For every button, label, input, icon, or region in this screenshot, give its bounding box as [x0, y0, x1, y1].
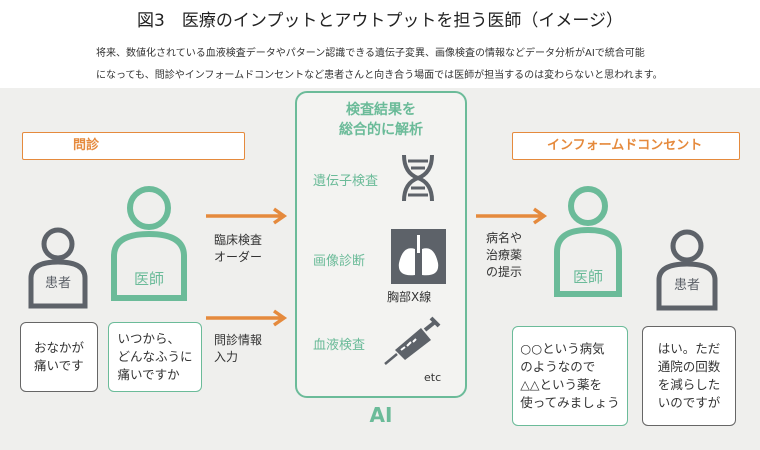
- informed-consent-header: インフォームドコンセント: [512, 132, 740, 160]
- speech-line: 痛いです: [33, 358, 84, 373]
- speech-line: はい。ただ: [657, 341, 721, 356]
- genetic-test-label: 遺伝子検査: [313, 174, 379, 189]
- output-arrow-icon: [476, 207, 548, 225]
- order-arrow-icon: [206, 207, 288, 225]
- doctor-figure-right: [554, 186, 622, 297]
- chest-xray-caption: 胸部X線: [387, 290, 432, 304]
- dna-icon: [402, 154, 434, 202]
- blood-test-label: 血液検査: [313, 338, 366, 353]
- speech-line: おなかが: [33, 340, 84, 355]
- speech-line: のようなので: [520, 359, 596, 374]
- patient-figure-left: [28, 227, 88, 309]
- output-label: 病名や治療薬の提示: [486, 230, 522, 281]
- imaging-label: 画像診断: [313, 254, 366, 269]
- interview-label: 問診情報入力: [214, 332, 262, 366]
- heading-line: 総合的に解析: [339, 122, 423, 138]
- speech-line: △△という薬を: [520, 377, 603, 392]
- doctor-speech-right: ○○という病気のようなので △△という薬を使ってみましょう: [512, 326, 628, 426]
- ai-label: AI: [369, 403, 393, 427]
- speech-line: ○○という病気: [520, 341, 605, 356]
- figure-title: 図3 医療のインプットとアウトプットを担う医師（イメージ）: [137, 11, 623, 31]
- speech-line: 通院の回数: [657, 359, 721, 374]
- label-line: 問診情報: [214, 333, 263, 347]
- etc-label: etc: [424, 371, 442, 384]
- interview-header: 問診: [22, 132, 245, 160]
- patient-figure-right: [656, 229, 718, 311]
- syringe-icon: [384, 316, 441, 365]
- speech-line: を減らした: [657, 377, 721, 392]
- order-label: 臨床検査オーダー: [214, 232, 262, 266]
- lungs-xray-icon: [391, 229, 446, 284]
- patient-speech-left: おなかが痛いです: [20, 322, 98, 392]
- patient-label-right: 患者: [673, 278, 700, 293]
- description-line-1: 将来、数値化されている血液検査データやパターン認識できる遺伝子変異、画像検査の情…: [96, 48, 645, 59]
- label-line: の提示: [486, 265, 523, 279]
- patient-label-left: 患者: [44, 276, 71, 291]
- label-line: 臨床検査: [214, 233, 263, 247]
- doctor-label-left: 医師: [133, 270, 164, 288]
- label-line: 入力: [214, 350, 239, 364]
- speech-line: 痛いですか: [117, 367, 180, 382]
- ai-heading: 検査結果を総合的に解析: [295, 100, 467, 140]
- doctor-label-right: 医師: [572, 268, 603, 286]
- speech-line: 使ってみましょう: [520, 395, 620, 410]
- speech-line: いのですが: [657, 395, 721, 410]
- doctor-speech-left: いつから、どんなふうに痛いですか: [108, 322, 202, 392]
- label-line: 治療薬: [486, 248, 523, 262]
- patient-speech-right: はい。ただ通院の回数を減らしたいのですが: [642, 326, 736, 426]
- interview-arrow-icon: [206, 309, 288, 327]
- speech-line: どんなふうに: [117, 349, 193, 364]
- label-line: 病名や: [486, 231, 523, 245]
- description-line-2: になっても、問診やインフォームドコンセントなど患者さんと向き合う場面では医師が担…: [96, 70, 663, 81]
- speech-line: いつから、: [117, 331, 180, 346]
- heading-line: 検査結果を: [346, 102, 416, 118]
- doctor-figure-left: [111, 186, 187, 301]
- label-line: オーダー: [214, 250, 263, 264]
